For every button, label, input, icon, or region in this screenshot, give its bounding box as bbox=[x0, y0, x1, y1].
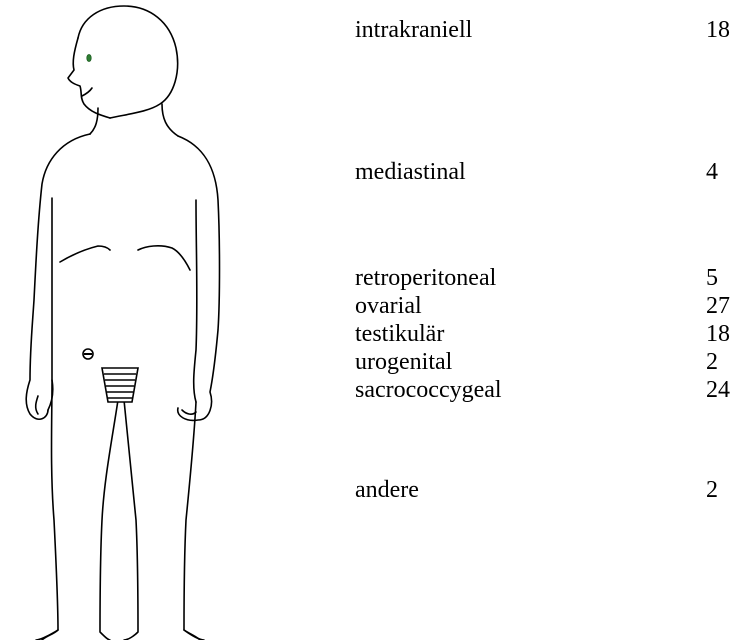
site-count-testikulaer: 18 bbox=[706, 320, 730, 348]
right-arm-inner bbox=[194, 200, 197, 402]
sacrococcygeal-marker bbox=[102, 368, 138, 402]
leg-left-inner bbox=[100, 400, 118, 640]
head-outline bbox=[78, 6, 178, 118]
left-arm-outer bbox=[26, 134, 90, 419]
site-count-ovarial: 27 bbox=[706, 292, 730, 320]
chest-left bbox=[60, 246, 110, 262]
site-count-intrakraniell: 18 bbox=[706, 16, 730, 44]
site-count-andere: 2 bbox=[706, 476, 718, 504]
left-arm-inner bbox=[48, 198, 53, 410]
chest-right bbox=[138, 246, 190, 270]
site-count-retroperitoneal: 5 bbox=[706, 264, 718, 292]
mouth-line bbox=[82, 88, 92, 96]
site-count-mediastinal: 4 bbox=[706, 158, 718, 186]
site-count-sacrococcygeal: 24 bbox=[706, 376, 730, 404]
site-label-intrakraniell: intrakraniell bbox=[355, 16, 472, 44]
site-label-urogenital: urogenital bbox=[355, 348, 452, 376]
torso-right bbox=[184, 402, 204, 640]
leg-right-inner bbox=[124, 400, 138, 640]
site-count-urogenital: 2 bbox=[706, 348, 718, 376]
right-hand bbox=[182, 410, 196, 414]
intracranial-marker bbox=[87, 55, 91, 62]
site-label-andere: andere bbox=[355, 476, 419, 504]
site-label-ovarial: ovarial bbox=[355, 292, 422, 320]
left-foot bbox=[42, 630, 58, 640]
body-outline-figure bbox=[0, 0, 260, 640]
site-label-retroperitoneal: retroperitoneal bbox=[355, 264, 496, 292]
retroperitoneal-marker bbox=[83, 349, 93, 359]
left-hand bbox=[36, 396, 38, 414]
right-arm-outer bbox=[178, 136, 220, 420]
face-profile bbox=[68, 38, 110, 118]
site-label-testikulaer: testikulär bbox=[355, 320, 444, 348]
right-foot bbox=[184, 630, 200, 640]
site-label-sacrococcygeal: sacrococcygeal bbox=[355, 376, 502, 404]
neck-right bbox=[162, 104, 178, 136]
site-label-mediastinal: mediastinal bbox=[355, 158, 466, 186]
